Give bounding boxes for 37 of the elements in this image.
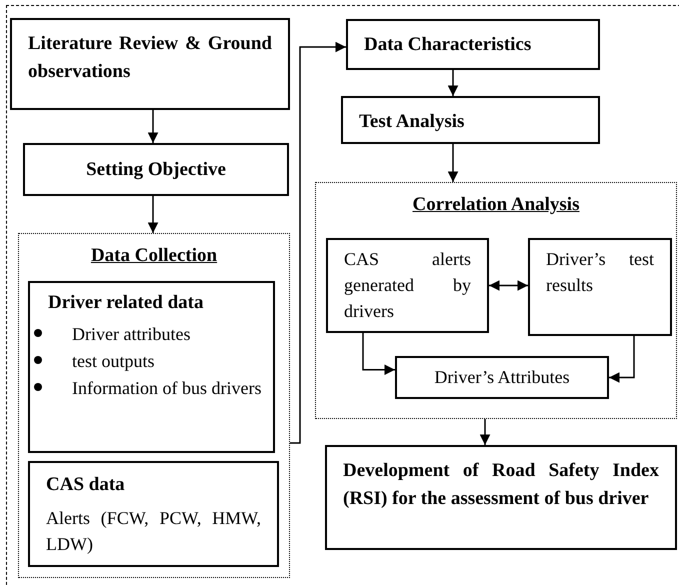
process-box bbox=[346, 19, 600, 70]
process-box bbox=[10, 18, 290, 110]
section-heading: Correlation Analysis bbox=[412, 193, 580, 217]
process-box bbox=[395, 356, 609, 399]
box-label: Driver’s Attributes bbox=[434, 366, 570, 389]
process-box bbox=[28, 281, 275, 453]
process-box bbox=[325, 445, 677, 550]
arrow bbox=[489, 280, 528, 291]
arrow bbox=[480, 419, 490, 445]
group-panel bbox=[18, 233, 290, 578]
process-box bbox=[341, 96, 600, 144]
section-heading: Data Collection bbox=[90, 244, 218, 268]
group-panel bbox=[315, 182, 677, 419]
bullet-item: Driver attributes bbox=[72, 322, 190, 346]
bullet-item: test outputs bbox=[72, 350, 155, 374]
box-label: Literature Review & Ground observations bbox=[28, 32, 272, 84]
bullet-item: Information of bus drivers bbox=[72, 377, 262, 400]
box-text: Driver’s test results bbox=[546, 248, 654, 298]
box-text: CAS alerts generated by drivers bbox=[344, 248, 471, 324]
arrow bbox=[448, 144, 458, 182]
box-label: Development of Road Safety Index (RSI) for the assessment of bus driver bbox=[343, 459, 659, 511]
arrow bbox=[448, 70, 458, 96]
arrow bbox=[148, 110, 158, 143]
box-label: Test Analysis bbox=[359, 110, 466, 134]
process-box bbox=[28, 461, 279, 567]
process-box bbox=[23, 143, 289, 196]
arrow bbox=[609, 336, 635, 383]
box-heading: CAS data bbox=[46, 473, 126, 497]
arrow bbox=[362, 333, 395, 375]
process-box bbox=[326, 238, 489, 333]
box-text: Alerts (FCW, PCW, HMW, LDW) bbox=[46, 506, 261, 556]
box-label: Setting Objective bbox=[86, 158, 226, 182]
process-box bbox=[528, 238, 672, 336]
arrow bbox=[290, 42, 346, 444]
box-heading: Driver related data bbox=[48, 291, 204, 315]
box-label: Data Characteristics bbox=[364, 33, 532, 57]
arrow bbox=[148, 196, 158, 233]
